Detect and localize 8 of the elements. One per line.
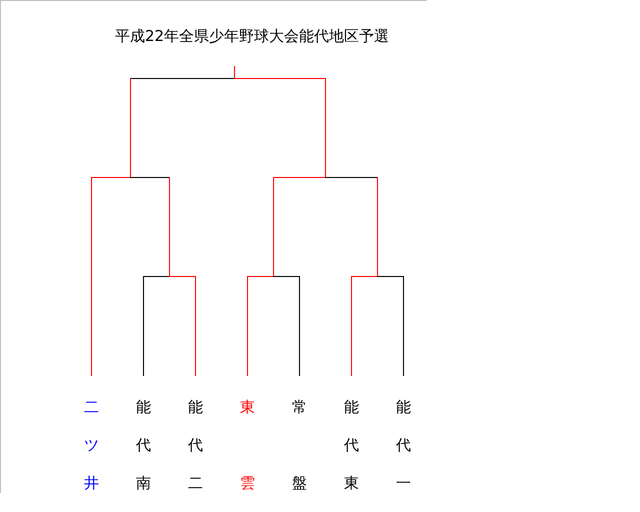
team-name: 二ツ井 — [84, 399, 100, 491]
title: 平成22年全県少年野球大会能代地区予選 — [114, 27, 390, 45]
team-name: 能代南 — [136, 399, 152, 491]
team-name: 東雲 — [240, 399, 256, 491]
team-name: 能代二 — [188, 399, 204, 491]
team-name: 常盤 — [292, 399, 308, 491]
team-name: 能代東 — [344, 399, 360, 491]
team-name: 能代一 — [396, 399, 412, 491]
